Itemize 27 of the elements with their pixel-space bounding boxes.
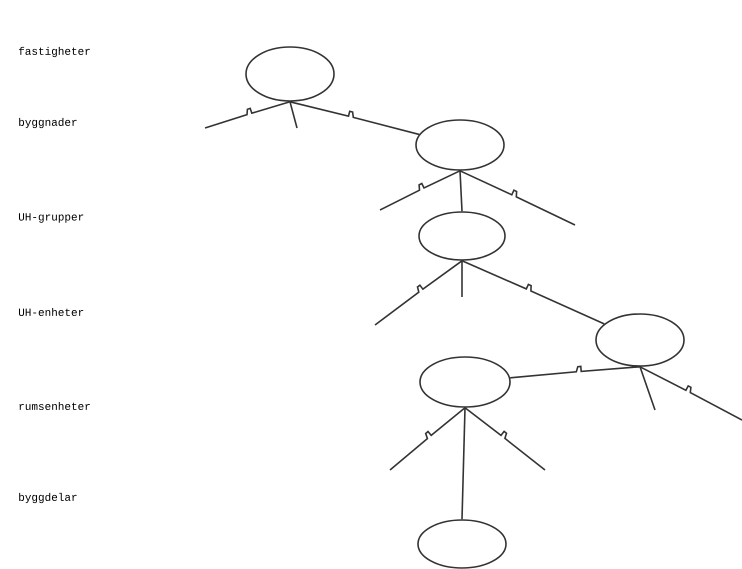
level-label: UH-enheter: [18, 308, 84, 316]
level-label: byggnader: [19, 118, 77, 128]
connector-line: [204, 101, 290, 129]
connector-line: [461, 260, 463, 297]
ellipse: [595, 313, 685, 367]
level-label: rumsenheter: [20, 402, 90, 410]
connector-line: [461, 408, 466, 520]
ellipse: [419, 356, 511, 408]
connector-line: [380, 170, 460, 211]
level-label: fastigheter: [18, 46, 90, 58]
connector-line: [462, 260, 604, 325]
connector-line: [459, 170, 463, 212]
connector-line: [374, 260, 462, 326]
ellipse: [418, 211, 506, 261]
connector-line: [464, 407, 546, 471]
ellipse: [415, 119, 505, 171]
level-label: UH-grupper: [18, 213, 84, 223]
connector-line: [289, 102, 298, 128]
connector-line: [290, 101, 420, 136]
connector-line: [640, 366, 742, 421]
connector-line: [510, 366, 640, 379]
ellipse: [417, 519, 507, 569]
connector-line: [639, 366, 656, 410]
connector-line: [460, 170, 576, 226]
ellipse: [245, 46, 335, 102]
level-label: byggdelar: [19, 492, 77, 504]
connector-line: [390, 407, 466, 471]
